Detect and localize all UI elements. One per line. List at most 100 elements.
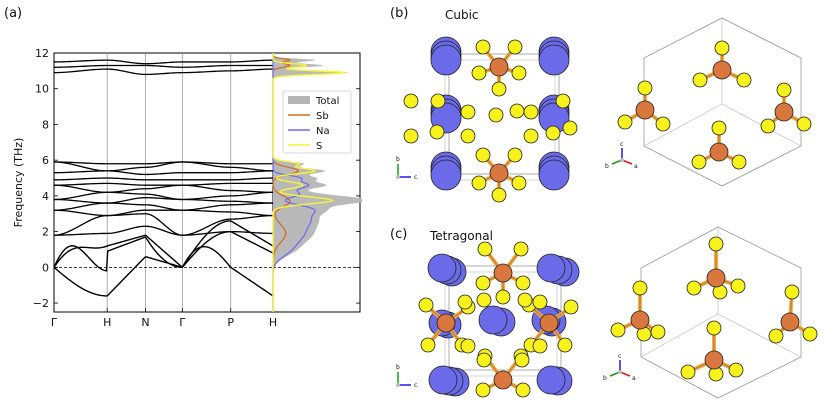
s-atom: [420, 337, 436, 353]
phonon-branch: [53, 213, 274, 236]
s-atom: [736, 72, 752, 88]
na-atom: [538, 159, 570, 191]
cell-edge: [643, 103, 723, 147]
na-atom: [536, 253, 566, 283]
x-tick-label: P: [227, 316, 234, 329]
s-atom: [475, 275, 491, 291]
axis-b-label: b: [396, 156, 400, 163]
legend-box: [282, 90, 352, 154]
s-atom: [617, 114, 633, 130]
s-atom: [403, 128, 419, 144]
legend-label: Total: [315, 96, 339, 107]
s-atom: [511, 175, 527, 191]
sb-atom: [493, 263, 513, 283]
x-tick-label: H: [269, 316, 277, 329]
cubic-title: Cubic: [445, 8, 479, 22]
s-atom: [760, 118, 776, 134]
y-tick-label: 10: [35, 83, 49, 96]
s-atom: [523, 128, 539, 144]
axis-c-label: c: [414, 382, 417, 389]
s-atom: [706, 320, 722, 336]
s-atom: [562, 120, 578, 136]
axis-origin: [618, 370, 622, 374]
panel-label-a: (a): [4, 6, 23, 21]
x-tick-label: Γ: [51, 316, 58, 329]
na-atom: [428, 365, 458, 395]
phonon-branch: [53, 161, 274, 172]
y-tick-label: 2: [42, 226, 49, 239]
s-atom: [514, 352, 530, 368]
axis-a-label: a: [634, 163, 638, 170]
axis-c-label: c: [414, 174, 417, 181]
cubic-structure-view: bc: [396, 36, 578, 203]
s-atom: [460, 338, 476, 354]
s-atom: [491, 81, 507, 97]
phonon-branch: [53, 59, 274, 65]
s-atom: [686, 280, 702, 296]
phonon-branch: [53, 182, 273, 186]
s-atom: [460, 128, 476, 144]
s-atom: [680, 364, 696, 380]
s-atom: [768, 328, 784, 344]
dos-s: [272, 53, 345, 312]
axis-b-label: b: [605, 163, 609, 170]
s-atom: [517, 292, 533, 308]
axis-origin: [396, 175, 400, 179]
s-atom: [515, 275, 531, 291]
s-atom: [471, 175, 487, 191]
axis-origin: [620, 158, 624, 162]
s-atom: [507, 147, 523, 163]
s-atom: [429, 124, 445, 140]
sb-atom: [539, 313, 559, 333]
acoustic-branch: [53, 220, 274, 269]
s-atom: [532, 338, 548, 354]
na-atom: [478, 305, 508, 335]
na-atom: [427, 253, 457, 283]
sb-atom: [489, 163, 509, 183]
s-atom: [476, 352, 492, 368]
legend-swatch: [288, 96, 310, 104]
legend-label: Na: [316, 126, 330, 137]
sb-atom: [704, 350, 724, 370]
phonon-dos-plot: [272, 52, 363, 313]
na-atom: [538, 44, 570, 76]
s-atom: [557, 337, 573, 353]
s-atom: [708, 236, 724, 252]
tetragonal-structure-view: bc: [396, 241, 580, 398]
y-tick-label: −2: [33, 297, 49, 310]
s-atom: [730, 278, 746, 294]
s-atom: [728, 362, 744, 378]
s-atom: [491, 187, 507, 203]
s-atom: [563, 299, 579, 315]
sb-atom: [630, 310, 650, 330]
s-atom: [418, 297, 434, 313]
legend-label: S: [316, 141, 322, 152]
na-atom: [430, 159, 462, 191]
s-atom: [714, 40, 730, 56]
s-atom: [457, 294, 473, 310]
legend-label: Sb: [316, 111, 329, 122]
sb-atom: [489, 57, 509, 77]
sb-atom: [709, 142, 729, 162]
s-atom: [495, 289, 511, 305]
y-tick-label: 8: [42, 118, 49, 131]
s-atom: [776, 82, 792, 98]
s-atom: [731, 154, 747, 170]
axis-b-label: b: [396, 364, 400, 371]
cell-edge: [640, 313, 719, 358]
s-atom: [471, 65, 487, 81]
phonon-branch: [53, 68, 273, 76]
s-atom: [511, 65, 527, 81]
s-atom: [655, 116, 671, 132]
s-atom: [430, 93, 446, 109]
s-atom: [523, 104, 539, 120]
s-atom: [796, 116, 812, 132]
tetragonal-title: Tetragonal: [430, 229, 493, 243]
sb-atom: [774, 102, 794, 122]
na-atom: [536, 365, 566, 395]
panel-label-b: (b): [390, 6, 409, 21]
s-atom: [515, 382, 531, 398]
acoustic-branch: [53, 230, 274, 272]
